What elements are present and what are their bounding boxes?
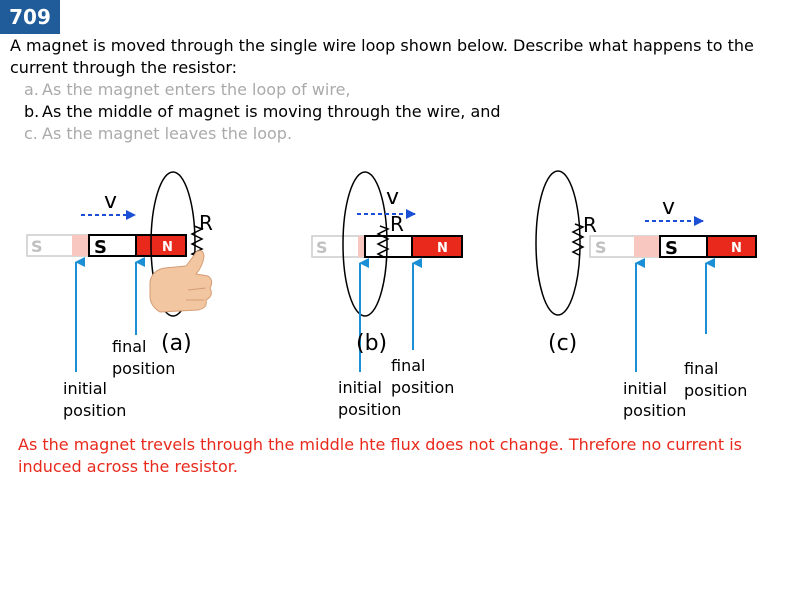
north-label-b: N	[437, 241, 448, 256]
initial-label-a-line1: initial	[63, 379, 107, 398]
option-c-letter: c.	[24, 124, 38, 143]
ghost-magnet-a: S	[26, 234, 90, 257]
caption-b: (b)	[356, 331, 387, 356]
caption-a: (a)	[161, 331, 192, 356]
initial-label-b-line2: position	[338, 400, 401, 419]
magnet-a: S N	[88, 234, 187, 258]
magnet-c: S N	[659, 235, 757, 259]
option-b-letter: b.	[24, 102, 40, 121]
initial-label-a-line2: position	[63, 401, 126, 420]
wire-loop-a	[150, 171, 196, 317]
slide-number-badge: 709	[0, 0, 60, 34]
option-c-text: As the magnet leaves the loop.	[42, 124, 293, 143]
panel-a: S S N R v final position initial positio…	[26, 171, 213, 420]
ghost-magnet-b: S	[311, 235, 366, 258]
ghost-south-label-c: S	[595, 238, 607, 257]
final-label-a-line2: position	[112, 359, 175, 378]
north-label-c: N	[731, 241, 742, 256]
option-b: b. As the middle of magnet is moving thr…	[24, 101, 501, 123]
final-label-c-line2: position	[684, 381, 747, 400]
resistor-label-c: R	[583, 213, 597, 237]
resistor-label-b: R	[390, 212, 404, 236]
wire-loop-c	[535, 170, 581, 316]
option-a: a. As the magnet enters the loop of wire…	[24, 79, 501, 101]
south-label-c: S	[665, 238, 678, 259]
question-text: A magnet is moved through the single wir…	[10, 36, 754, 77]
resistor-c	[571, 223, 585, 256]
ghost-south-label-b: S	[316, 238, 328, 257]
final-label-b-line2: position	[391, 378, 454, 397]
resistor-a	[190, 225, 204, 258]
ghost-magnet-c: S	[589, 235, 661, 258]
resistor-b	[376, 225, 390, 258]
resistor-label-a: R	[199, 211, 213, 235]
velocity-label-a: v	[104, 189, 117, 214]
initial-label-c-line2: position	[623, 401, 686, 420]
options-list: a. As the magnet enters the loop of wire…	[24, 79, 501, 145]
option-a-letter: a.	[24, 80, 39, 99]
panel-b: S N R v (b) final position initial posit…	[311, 171, 463, 419]
magnet-b: N	[364, 235, 463, 258]
ghost-south-label-a: S	[31, 237, 43, 256]
north-label-a: N	[162, 240, 173, 255]
velocity-label-c: v	[662, 195, 675, 220]
option-a-text: As the magnet enters the loop of wire,	[42, 80, 351, 99]
panel-c: R S S N v (c) final position initial pos…	[535, 170, 757, 420]
caption-c: (c)	[548, 331, 577, 356]
final-label-c-line1: final	[684, 359, 718, 378]
final-label-a-line1: final	[112, 337, 146, 356]
thumb-hand-image	[149, 250, 213, 313]
initial-label-c-line1: initial	[623, 379, 667, 398]
final-label-b-line1: final	[391, 356, 425, 375]
option-c: c. As the magnet leaves the loop.	[24, 123, 501, 145]
option-b-text: As the middle of magnet is moving throug…	[42, 102, 501, 121]
wire-loop-b	[342, 171, 388, 317]
velocity-label-b: v	[386, 185, 399, 210]
south-label-a: S	[94, 237, 107, 258]
initial-label-b-line1: initial	[338, 378, 382, 397]
answer-text: As the magnet trevels through the middle…	[18, 435, 742, 476]
